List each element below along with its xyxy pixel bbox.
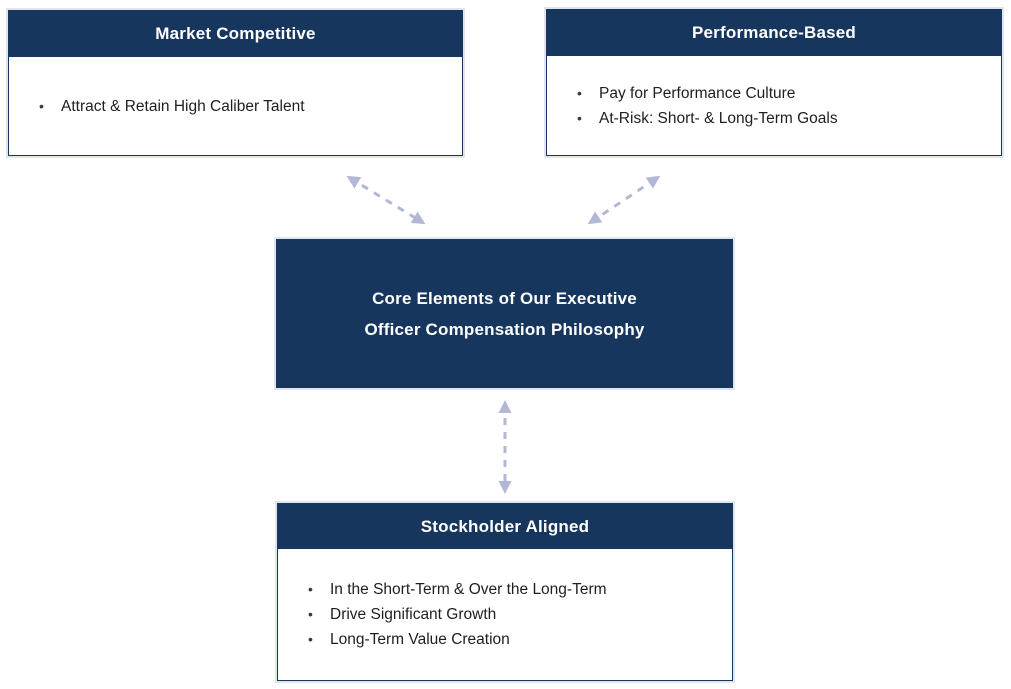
bullet-dot: • bbox=[577, 84, 582, 101]
stockholder-aligned-bullet-list: • In the Short-Term & Over the Long-Term… bbox=[278, 577, 732, 652]
stockholder-aligned-title: Stockholder Aligned bbox=[420, 516, 590, 536]
core-elements-title-line1: Core Elements of Our Executive bbox=[372, 288, 637, 308]
bullet-item: • At-Risk: Short- & Long-Term Goals bbox=[547, 106, 1001, 131]
bullet-item: • Pay for Performance Culture bbox=[547, 81, 1001, 106]
bullet-text: At-Risk: Short- & Long-Term Goals bbox=[599, 109, 838, 127]
performance-based-header: Performance-Based bbox=[547, 10, 1001, 56]
bullet-item: • In the Short-Term & Over the Long-Term bbox=[278, 577, 732, 602]
dashed-double-arrow-line bbox=[587, 175, 661, 225]
bullet-item: • Attract & Retain High Caliber Talent bbox=[9, 94, 462, 119]
stockholder-aligned-box: Stockholder Aligned • In the Short-Term … bbox=[277, 503, 733, 681]
bullet-dot: • bbox=[308, 581, 313, 597]
performance-based-title: Performance-Based bbox=[691, 23, 857, 42]
bullet-text: Pay for Performance Culture bbox=[599, 84, 796, 102]
arrow-stockholder-core bbox=[498, 400, 512, 494]
core-elements-title-line2: Officer Compensation Philosophy bbox=[364, 319, 645, 339]
bullet-dot: • bbox=[39, 97, 44, 114]
bullet-text: Attract & Retain High Caliber Talent bbox=[61, 97, 305, 115]
arrow-performance-core bbox=[587, 175, 661, 225]
market-competitive-header: Market Competitive bbox=[9, 11, 462, 57]
performance-based-bullet-list: • Pay for Performance Culture • At-Risk:… bbox=[547, 81, 1001, 131]
bullet-text: In the Short-Term & Over the Long-Term bbox=[330, 581, 607, 598]
performance-based-box: Performance-Based • Pay for Performance … bbox=[546, 9, 1002, 156]
core-elements-box: Core Elements of Our Executive Officer C… bbox=[276, 239, 733, 388]
stockholder-aligned-body: • In the Short-Term & Over the Long-Term… bbox=[278, 549, 732, 680]
bullet-text: Long-Term Value Creation bbox=[330, 631, 510, 648]
bullet-item: • Drive Significant Growth bbox=[278, 602, 732, 627]
performance-based-body: • Pay for Performance Culture • At-Risk:… bbox=[547, 56, 1001, 155]
bullet-dot: • bbox=[308, 606, 313, 622]
stockholder-aligned-header: Stockholder Aligned bbox=[278, 504, 732, 549]
market-competitive-bullet-list: • Attract & Retain High Caliber Talent bbox=[9, 94, 462, 119]
bullet-dot: • bbox=[577, 109, 582, 126]
arrow-market-core bbox=[346, 175, 426, 225]
market-competitive-box: Market Competitive • Attract & Retain Hi… bbox=[8, 10, 463, 156]
bullet-dot: • bbox=[308, 631, 313, 647]
dashed-double-arrow-line bbox=[346, 175, 426, 225]
market-competitive-title: Market Competitive bbox=[155, 24, 316, 43]
bullet-item: • Long-Term Value Creation bbox=[278, 627, 732, 652]
bullet-text: Drive Significant Growth bbox=[330, 606, 497, 623]
market-competitive-body: • Attract & Retain High Caliber Talent bbox=[9, 57, 462, 155]
